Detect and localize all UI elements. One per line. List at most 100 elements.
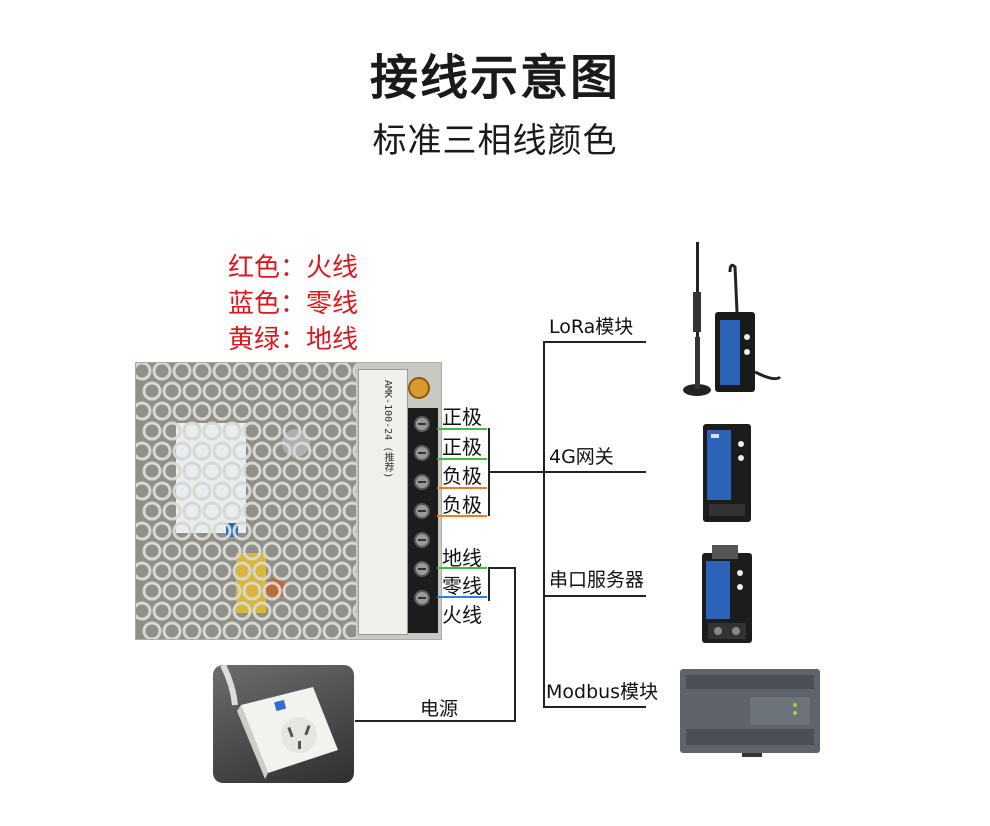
device-wire-4g xyxy=(543,471,646,473)
grille-hole xyxy=(282,461,302,481)
grille-hole xyxy=(152,441,172,461)
grille-hole xyxy=(232,561,252,581)
modbus-module-icon xyxy=(680,669,820,757)
grille-hole xyxy=(242,461,262,481)
grille-hole xyxy=(162,381,182,401)
psu-spec-label: AMK-100-24 (推荐) xyxy=(358,369,408,635)
grille-hole xyxy=(332,481,352,501)
terminal-screw xyxy=(414,561,430,577)
grille-hole xyxy=(342,381,356,401)
terminal-screw xyxy=(414,590,430,606)
grille-hole xyxy=(312,401,332,421)
terminal-label-neg-2: 负极 xyxy=(442,493,482,517)
grille-hole xyxy=(192,401,212,421)
legend-item-ground: 黄绿：地线 xyxy=(228,325,359,355)
grille-hole xyxy=(202,621,222,639)
grille-hole xyxy=(182,541,202,561)
device-label-modbus: Modbus模块 xyxy=(546,681,659,703)
grille-hole xyxy=(342,421,356,441)
grille-hole xyxy=(322,541,342,561)
grille-hole xyxy=(242,421,262,441)
grille-hole xyxy=(292,481,312,501)
terminal-label-live: 火线 xyxy=(442,603,482,627)
grille-hole xyxy=(332,363,352,381)
grille-hole xyxy=(302,541,322,561)
grille-hole xyxy=(172,481,192,501)
grille-hole xyxy=(262,501,282,521)
terminal-screw xyxy=(414,445,430,461)
grille-hole xyxy=(142,581,162,601)
grille-hole xyxy=(212,401,232,421)
grille-hole xyxy=(182,621,202,639)
grille-hole xyxy=(262,421,282,441)
grille-hole xyxy=(302,461,322,481)
grille-hole xyxy=(292,401,312,421)
grille-hole xyxy=(282,501,302,521)
grille-hole xyxy=(232,363,252,381)
grille-hole xyxy=(142,421,162,441)
grille-hole xyxy=(172,363,192,381)
grille-hole xyxy=(136,363,152,381)
grille-hole xyxy=(262,381,282,401)
terminal-label-neg-1: 负极 xyxy=(442,464,482,488)
grille-hole xyxy=(202,461,222,481)
terminal-label-pos-2: 正极 xyxy=(442,435,482,459)
ac-wire-ground xyxy=(488,567,516,569)
grille-hole xyxy=(342,461,356,481)
grille-hole xyxy=(312,441,332,461)
ac-wire-to-outlet xyxy=(355,720,516,722)
grille-hole xyxy=(162,421,182,441)
grille-hole xyxy=(322,461,342,481)
grille-hole xyxy=(202,541,222,561)
grille-hole xyxy=(322,581,342,601)
grille-hole xyxy=(262,581,282,601)
grille-hole xyxy=(142,621,162,639)
grille-hole xyxy=(332,601,352,621)
psu-model-text: AMK-100-24 (推荐) xyxy=(382,380,393,479)
grille-hole xyxy=(242,381,262,401)
grille-hole xyxy=(136,481,152,501)
grille-hole xyxy=(152,601,172,621)
grille-hole xyxy=(172,601,192,621)
terminal-underline xyxy=(437,428,487,430)
power-label: 电源 xyxy=(420,698,459,720)
grille-hole xyxy=(182,461,202,481)
lora-module-icon xyxy=(683,242,782,396)
grille-hole xyxy=(192,601,212,621)
grille-hole xyxy=(332,401,352,421)
grille-hole xyxy=(302,381,322,401)
terminal-label-ground: 地线 xyxy=(442,546,482,570)
grille-hole xyxy=(312,601,332,621)
grille-hole xyxy=(182,581,202,601)
grille-hole xyxy=(252,521,272,541)
terminal-label-neutral: 零线 xyxy=(442,574,482,598)
grille-hole xyxy=(292,441,312,461)
ac-wire-vertical xyxy=(514,567,516,722)
grille-hole xyxy=(152,401,172,421)
grille-hole xyxy=(202,421,222,441)
grille-hole xyxy=(212,363,232,381)
grille-hole xyxy=(262,541,282,561)
voltage-adjust-knob xyxy=(408,377,430,399)
page-title: 接线示意图 xyxy=(369,50,620,106)
legend-item-neutral: 蓝色：零线 xyxy=(228,289,359,319)
terminal-screw xyxy=(414,416,430,432)
grille-hole xyxy=(212,441,232,461)
ac-wire-join xyxy=(488,567,490,601)
grille-hole xyxy=(332,561,352,581)
grille-hole xyxy=(312,481,332,501)
grille-hole xyxy=(142,461,162,481)
grille-hole xyxy=(332,441,352,461)
grille-hole xyxy=(212,481,232,501)
dc-feed-wire xyxy=(488,471,544,473)
grille-hole xyxy=(142,501,162,521)
power-outlet-panel xyxy=(213,665,354,783)
grille-hole xyxy=(182,501,202,521)
grille-hole xyxy=(272,363,292,381)
device-bus-wire xyxy=(543,341,545,708)
grille-hole xyxy=(282,541,302,561)
grille-hole xyxy=(152,521,172,541)
grille-hole xyxy=(352,603,356,619)
grille-hole xyxy=(242,501,262,521)
grille-hole xyxy=(272,601,292,621)
